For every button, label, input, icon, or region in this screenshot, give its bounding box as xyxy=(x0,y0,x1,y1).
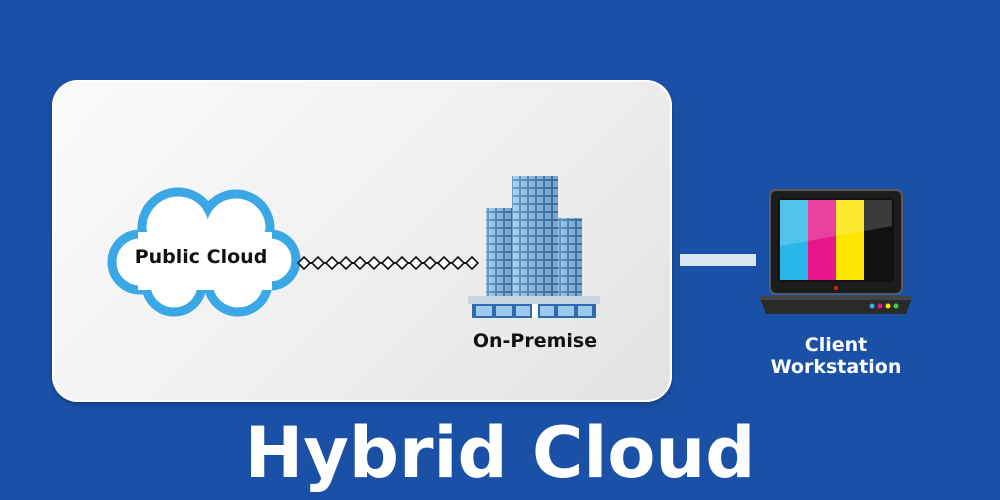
client-workstation-label: Client Workstation xyxy=(756,334,916,378)
client-label-line1: Client xyxy=(804,334,868,356)
page-title: Hybrid Cloud xyxy=(244,412,756,494)
office-building-icon xyxy=(468,176,600,318)
connection-chain xyxy=(296,255,480,271)
on-premise-label: On-Premise xyxy=(472,330,598,352)
network-link xyxy=(680,254,756,266)
client-label-line2: Workstation xyxy=(770,356,902,378)
public-cloud-label: Public Cloud xyxy=(134,246,268,268)
cloud-icon xyxy=(107,187,301,317)
laptop-icon xyxy=(760,189,912,314)
